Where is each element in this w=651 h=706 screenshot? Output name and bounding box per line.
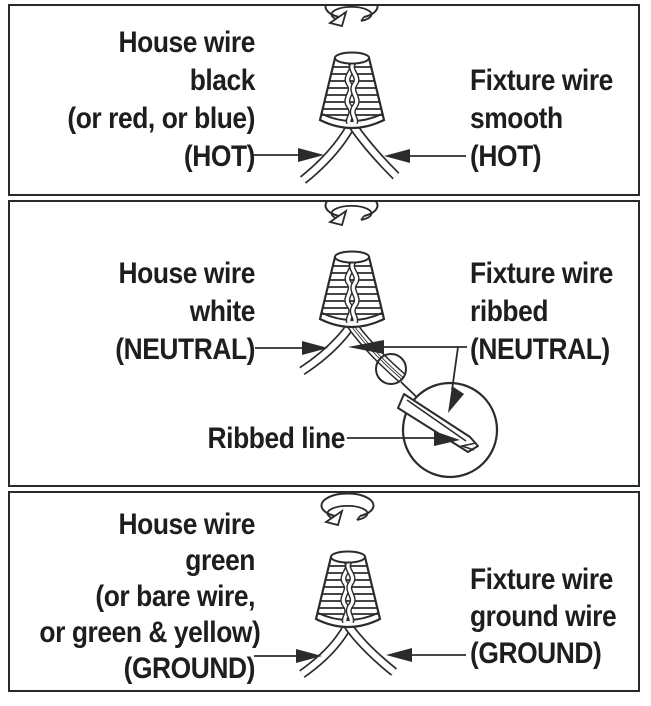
house-wire-label: House wire white (NEUTRAL) [39,255,255,369]
label-line: ribbed [470,295,549,328]
house-wire-label: House wire green (or bare wire, or green… [39,507,261,687]
neutral-fork-arrow [348,340,467,413]
panel-ground-illustration [254,493,466,678]
label-line: House wire [118,508,256,541]
leader-arrow-right [384,149,466,163]
label-line: House wire [118,26,256,59]
leader-arrow-left [255,341,328,355]
label-line: (NEUTRAL) [470,333,610,366]
wire-nut-icon [320,202,384,327]
leader-arrow-left [254,148,324,162]
label-line: (HOT) [470,140,542,173]
label-line: House wire [118,257,256,290]
label-line: smooth [470,102,563,135]
magnifier-large-circle [397,381,499,479]
label-line: Fixture wire [470,257,613,290]
label-line: Fixture wire [470,64,613,97]
panel-hot-illustration [254,6,466,184]
label-line: ground wire [470,600,617,633]
label-line: (GROUND) [123,652,256,685]
label-line: white [189,295,256,328]
house-wire-label: House wire black (or red, or blue) (HOT) [39,24,255,176]
label-line: Ribbed line [207,422,346,455]
fixture-wire-label: Fixture wire ground wire (GROUND) [470,561,617,672]
label-line: black [189,64,256,97]
panel-neutral: House wire white (NEUTRAL) Fixture wire … [8,200,640,487]
panel-neutral-illustration [255,202,499,479]
label-line: (NEUTRAL) [115,333,255,366]
label-line: (or red, or blue) [67,102,255,135]
leader-arrow-left [254,649,322,663]
wire-nut-icon [316,493,380,627]
leader-arrow-right [386,648,466,662]
magnifier-small-circle [375,353,407,385]
label-line: or green & yellow) [39,616,261,649]
label-line: green [185,544,255,577]
fixture-wire-label: Fixture wire smooth (HOT) [470,62,613,176]
ribbed-line-label: Ribbed line [169,420,346,458]
panel-hot: House wire black (or red, or blue) (HOT)… [8,4,640,196]
panel-ground: House wire green (or bare wire, or green… [8,491,640,692]
label-line: Fixture wire [470,563,613,596]
fixture-wire-label: Fixture wire ribbed (NEUTRAL) [470,255,613,369]
label-line: (HOT) [183,140,256,173]
wire-nut-icon [320,6,384,128]
ribbed-line-callout-arrow [347,431,460,446]
label-line: (or bare wire, [95,580,256,613]
label-line: (GROUND) [470,637,602,670]
